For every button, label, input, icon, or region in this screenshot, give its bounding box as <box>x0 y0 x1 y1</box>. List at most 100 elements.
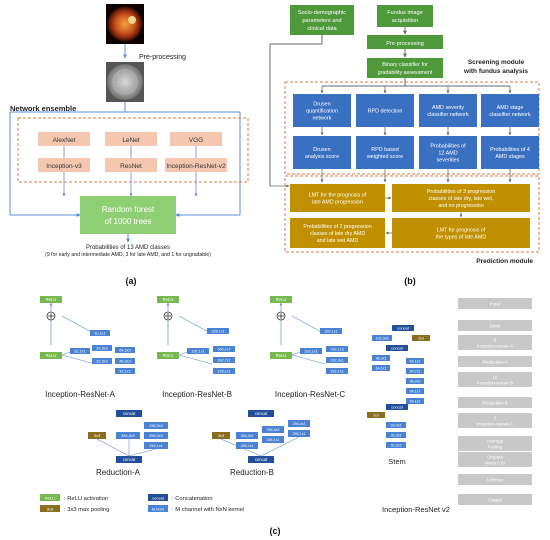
network-layer-box <box>458 372 532 387</box>
block-label: 192,1x3 <box>330 347 344 351</box>
block-label: 128,1x1 <box>217 369 231 373</box>
socio-line1: Socio-demographic <box>298 10 346 16</box>
screening-network-label: AMD severity <box>432 105 464 111</box>
network-layer-label: 5 <box>494 416 497 421</box>
block-label: 384,3x3 <box>121 434 135 438</box>
panel-a-label: (a) <box>126 276 137 286</box>
block-label: 192,1x1 <box>330 369 344 373</box>
network-label: LeNet <box>122 137 140 144</box>
connector-line <box>291 351 301 356</box>
screening-network-label: classifier network <box>427 112 469 118</box>
socio-line2: parameters and <box>302 18 341 24</box>
concat-block-label: concat <box>123 411 136 416</box>
screening-output-box <box>481 136 539 169</box>
legend-swatch-label: 3x3 <box>47 506 54 511</box>
prediction-box <box>392 184 530 212</box>
network-layer-box <box>458 494 532 505</box>
prediction-title: Prediction module <box>476 258 533 265</box>
connector-line <box>96 438 130 457</box>
relu-block-label: ReLU <box>276 297 287 302</box>
prediction-box <box>392 218 530 248</box>
block-label: 32,3x3 <box>96 346 107 350</box>
block-title: Inception-ResNet v2 <box>382 505 450 514</box>
legend-text: : ReLU activation <box>64 496 108 502</box>
screening-network-label: network <box>313 116 332 122</box>
block-title: Inception-ResNet-A <box>45 390 115 399</box>
network-layer-box <box>458 298 532 309</box>
screening-output-label: Drusen <box>313 147 330 153</box>
screening-network-label: AMD stage <box>497 105 524 111</box>
legend-text: : Concatenation <box>172 496 213 502</box>
block <box>386 432 406 438</box>
screening-title-2: with fundus analysis <box>463 68 528 75</box>
concat-block <box>116 410 142 417</box>
prediction-label: and no progression <box>438 203 483 209</box>
block <box>115 347 135 353</box>
network-box <box>105 132 157 146</box>
block <box>386 442 406 448</box>
block <box>92 358 112 364</box>
panel-b: Socio-demographic parameters and clinica… <box>269 5 540 286</box>
output-line1: Probabilities of 13 AMD classes <box>86 245 170 251</box>
socio-line3: clinical data <box>307 26 337 32</box>
legend-text: : M channel with NxN kernel <box>172 507 244 513</box>
block-label: 160,1x7 <box>217 347 231 351</box>
network-layer-box <box>458 452 532 467</box>
network-layer-label: Dropout <box>487 455 503 460</box>
concat-block <box>116 456 142 463</box>
network-label: ResNet <box>120 163 142 170</box>
legend-swatch-label: M,NxN <box>152 506 164 511</box>
network-layer-box <box>458 320 532 331</box>
screening-output-label: severities <box>437 158 460 164</box>
concat-block <box>386 404 408 410</box>
block <box>187 348 209 354</box>
connector-line <box>178 351 188 356</box>
prediction-label: and late wet AMD <box>317 238 359 244</box>
maxpool-block-label: 3x3 <box>418 336 424 340</box>
legend-swatch <box>148 494 168 501</box>
network-box <box>170 132 222 146</box>
random-forest-line1: Random forest <box>102 205 155 214</box>
block-label: 32,3x3 <box>391 433 402 437</box>
legend-swatch <box>148 505 168 512</box>
block <box>372 355 390 361</box>
block-label: 96,3x3 <box>376 356 387 360</box>
block-label: 256,3x3 <box>149 424 163 428</box>
block-label: 32,3x3 <box>96 359 107 363</box>
block-label: 32,3x3 <box>391 443 402 447</box>
network-layer-box <box>458 436 532 451</box>
block <box>115 368 135 374</box>
block-label: 64,1x1 <box>410 399 421 403</box>
screening-output-label: 12 AMD <box>438 151 457 157</box>
screening-title-1: Screening module <box>468 59 525 66</box>
fundus-line2: acquisition <box>392 18 418 24</box>
screening-network-label: Drusen <box>313 101 330 107</box>
block-label: 64,1x1 <box>410 359 421 363</box>
screening-output-box <box>293 136 351 169</box>
legend-swatch <box>40 494 60 501</box>
network-layer-label: Output <box>488 498 503 503</box>
screening-output-label: analysis score <box>305 154 339 160</box>
block-label: 256,3x3 <box>149 434 163 438</box>
relu-block <box>157 352 179 359</box>
network-box <box>105 158 157 172</box>
block <box>406 358 424 364</box>
prediction-label: Probabilities of 3 progression <box>427 189 495 195</box>
block <box>300 348 322 354</box>
ensemble-title: Network ensemble <box>10 104 76 113</box>
prediction-box <box>290 218 385 248</box>
network-layer-label: Reduction-A <box>482 360 508 365</box>
connector-line <box>61 354 96 365</box>
connector-line <box>178 315 213 335</box>
concat-block <box>248 456 274 463</box>
block <box>406 378 424 384</box>
legend-text: : 3x3 max pooling <box>64 507 109 513</box>
block-title: Inception-ResNet-B <box>162 390 232 399</box>
network-box <box>38 158 90 172</box>
network-layer-box <box>458 335 532 350</box>
block <box>288 420 310 427</box>
block <box>386 422 406 428</box>
block-label: 64,3x3 <box>391 423 402 427</box>
